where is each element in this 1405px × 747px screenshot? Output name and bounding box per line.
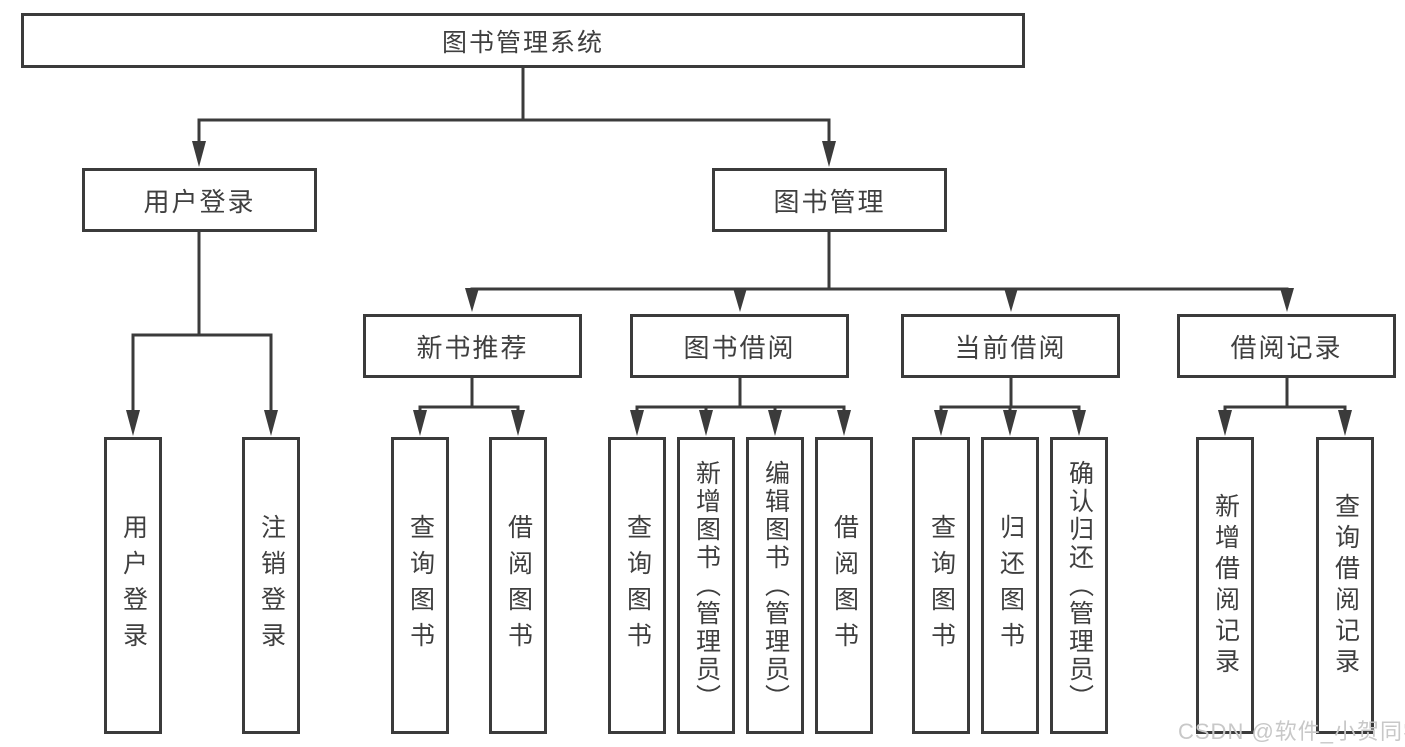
- leaf-borrow-add-admin-label: 新增图书（管理员）: [692, 459, 721, 712]
- leaf-records-query-label: 查询借阅记录: [1331, 492, 1360, 679]
- leaf-current-confirm-admin: 确认归还（管理员）: [1050, 437, 1108, 734]
- leaf-borrow-add-admin: 新增图书（管理员）: [677, 437, 735, 734]
- connector-borrow-records-split: [1218, 378, 1352, 436]
- node-new-books-label: 新书推荐: [416, 332, 529, 363]
- leaf-borrow-edit-admin-label: 编辑图书（管理员）: [761, 459, 790, 712]
- node-book-borrow-label: 图书借阅: [683, 332, 796, 363]
- connector-current-borrow-split: [934, 378, 1086, 436]
- leaf-newbooks-borrow-label: 借阅图书: [504, 513, 533, 658]
- node-book-mgmt: 图书管理: [712, 168, 947, 232]
- node-root-label: 图书管理系统: [441, 28, 604, 57]
- leaf-user-login: 用户登录: [104, 437, 162, 734]
- node-book-mgmt-label: 图书管理: [773, 186, 886, 217]
- leaf-records-add-label: 新增借阅记录: [1211, 492, 1240, 679]
- node-borrow-records-label: 借阅记录: [1230, 332, 1343, 363]
- node-borrow-records: 借阅记录: [1177, 314, 1396, 378]
- leaf-logout: 注销登录: [242, 437, 300, 734]
- csdn-watermark: CSDN @软件_小贺同学: [1178, 719, 1405, 744]
- leaf-borrow-query-label: 查询图书: [623, 513, 652, 658]
- node-user-login-label: 用户登录: [143, 186, 256, 217]
- node-current-borrow: 当前借阅: [901, 314, 1120, 378]
- connector-book-borrow-split: [630, 378, 851, 436]
- node-current-borrow-label: 当前借阅: [954, 332, 1067, 363]
- leaf-current-query: 查询图书: [912, 437, 970, 734]
- node-root: 图书管理系统: [21, 13, 1025, 68]
- connector-root-split: [192, 68, 836, 167]
- connector-user-login-split: [126, 232, 278, 436]
- leaf-records-query: 查询借阅记录: [1316, 437, 1374, 734]
- leaf-user-login-label: 用户登录: [119, 513, 148, 658]
- leaf-borrow-book: 借阅图书: [815, 437, 873, 734]
- connector-book-mgmt-split: [465, 232, 1294, 312]
- leaf-borrow-book-label: 借阅图书: [830, 513, 859, 658]
- leaf-borrow-edit-admin: 编辑图书（管理员）: [746, 437, 804, 734]
- leaf-newbooks-query: 查询图书: [391, 437, 449, 734]
- leaf-current-confirm-admin-label: 确认归还（管理员）: [1065, 459, 1094, 712]
- connector-new-books-split: [413, 378, 525, 436]
- leaf-records-add: 新增借阅记录: [1196, 437, 1254, 734]
- leaf-current-return: 归还图书: [981, 437, 1039, 734]
- leaf-newbooks-borrow: 借阅图书: [489, 437, 547, 734]
- leaf-current-return-label: 归还图书: [996, 513, 1025, 658]
- node-book-borrow: 图书借阅: [630, 314, 849, 378]
- leaf-current-query-label: 查询图书: [927, 513, 956, 658]
- leaf-borrow-query: 查询图书: [608, 437, 666, 734]
- node-user-login: 用户登录: [82, 168, 317, 232]
- leaf-newbooks-query-label: 查询图书: [406, 513, 435, 658]
- node-new-books: 新书推荐: [363, 314, 582, 378]
- leaf-logout-label: 注销登录: [257, 513, 286, 658]
